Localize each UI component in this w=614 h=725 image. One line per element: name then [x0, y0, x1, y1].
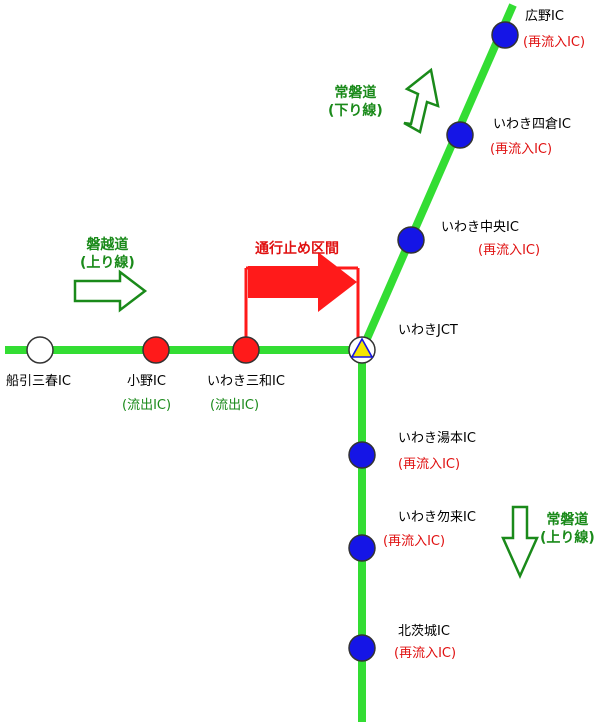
- closure-arrow-icon: [248, 252, 357, 312]
- iwaki-jct-label: いわきJCT: [398, 323, 458, 338]
- funehiki-ic-node[interactable]: [26, 336, 54, 364]
- hirono-ic-node[interactable]: [491, 21, 519, 49]
- iwaki-miwa-ic-note: (流出IC): [210, 398, 260, 413]
- closure-section-marker: [244, 252, 360, 350]
- hirono-ic-label: 広野IC: [525, 9, 564, 24]
- iwaki-yumoto-ic-note: (再流入IC): [398, 457, 461, 472]
- iwaki-miwa-ic-label: いわき三和IC: [207, 374, 285, 389]
- kitaibaraki-ic-node[interactable]: [348, 634, 376, 662]
- iwaki-nakoso-ic-node[interactable]: [348, 534, 376, 562]
- joban-up-direction-arrow-icon: [501, 505, 539, 580]
- iwaki-yotsukura-ic-label: いわき四倉IC: [493, 117, 571, 132]
- kitaibaraki-ic-note: (再流入IC): [394, 646, 457, 661]
- joban-up-road-label: 常磐道 (上り線): [540, 512, 595, 546]
- iwaki-nakoso-ic-note: (再流入IC): [383, 534, 446, 549]
- funehiki-ic-label: 船引三春IC: [6, 374, 71, 389]
- banetsu-road-label: 磐越道 (上り線): [80, 237, 135, 271]
- ono-ic-label: 小野IC: [127, 374, 166, 389]
- hirono-ic-note: (再流入IC): [523, 35, 586, 50]
- iwaki-miwa-ic-node[interactable]: [232, 336, 260, 364]
- iwaki-chuo-ic-label: いわき中央IC: [441, 220, 519, 235]
- iwaki-nakoso-ic-label: いわき勿来IC: [398, 510, 476, 525]
- joban-down-road-label: 常磐道 (下り線): [328, 85, 383, 119]
- iwaki-chuo-ic-node[interactable]: [397, 226, 425, 254]
- kitaibaraki-ic-label: 北茨城IC: [398, 624, 450, 639]
- iwaki-yumoto-ic-node[interactable]: [348, 441, 376, 469]
- jct-triangle-icon: [350, 337, 374, 358]
- banetsu-direction-arrow-icon: [73, 269, 148, 313]
- iwaki-chuo-ic-note: (再流入IC): [478, 243, 541, 258]
- iwaki-yotsukura-ic-note: (再流入IC): [490, 142, 553, 157]
- joban-down-direction-arrow-icon: [403, 67, 440, 134]
- ono-ic-node[interactable]: [142, 336, 170, 364]
- closure-label: 通行止め区間: [255, 241, 339, 257]
- iwaki-yotsukura-ic-node[interactable]: [446, 121, 474, 149]
- iwaki-yumoto-ic-label: いわき湯本IC: [398, 431, 476, 446]
- ono-ic-note: (流出IC): [122, 398, 172, 413]
- iwaki-jct-node[interactable]: [348, 336, 376, 364]
- joban-road-north-line: [358, 3, 517, 352]
